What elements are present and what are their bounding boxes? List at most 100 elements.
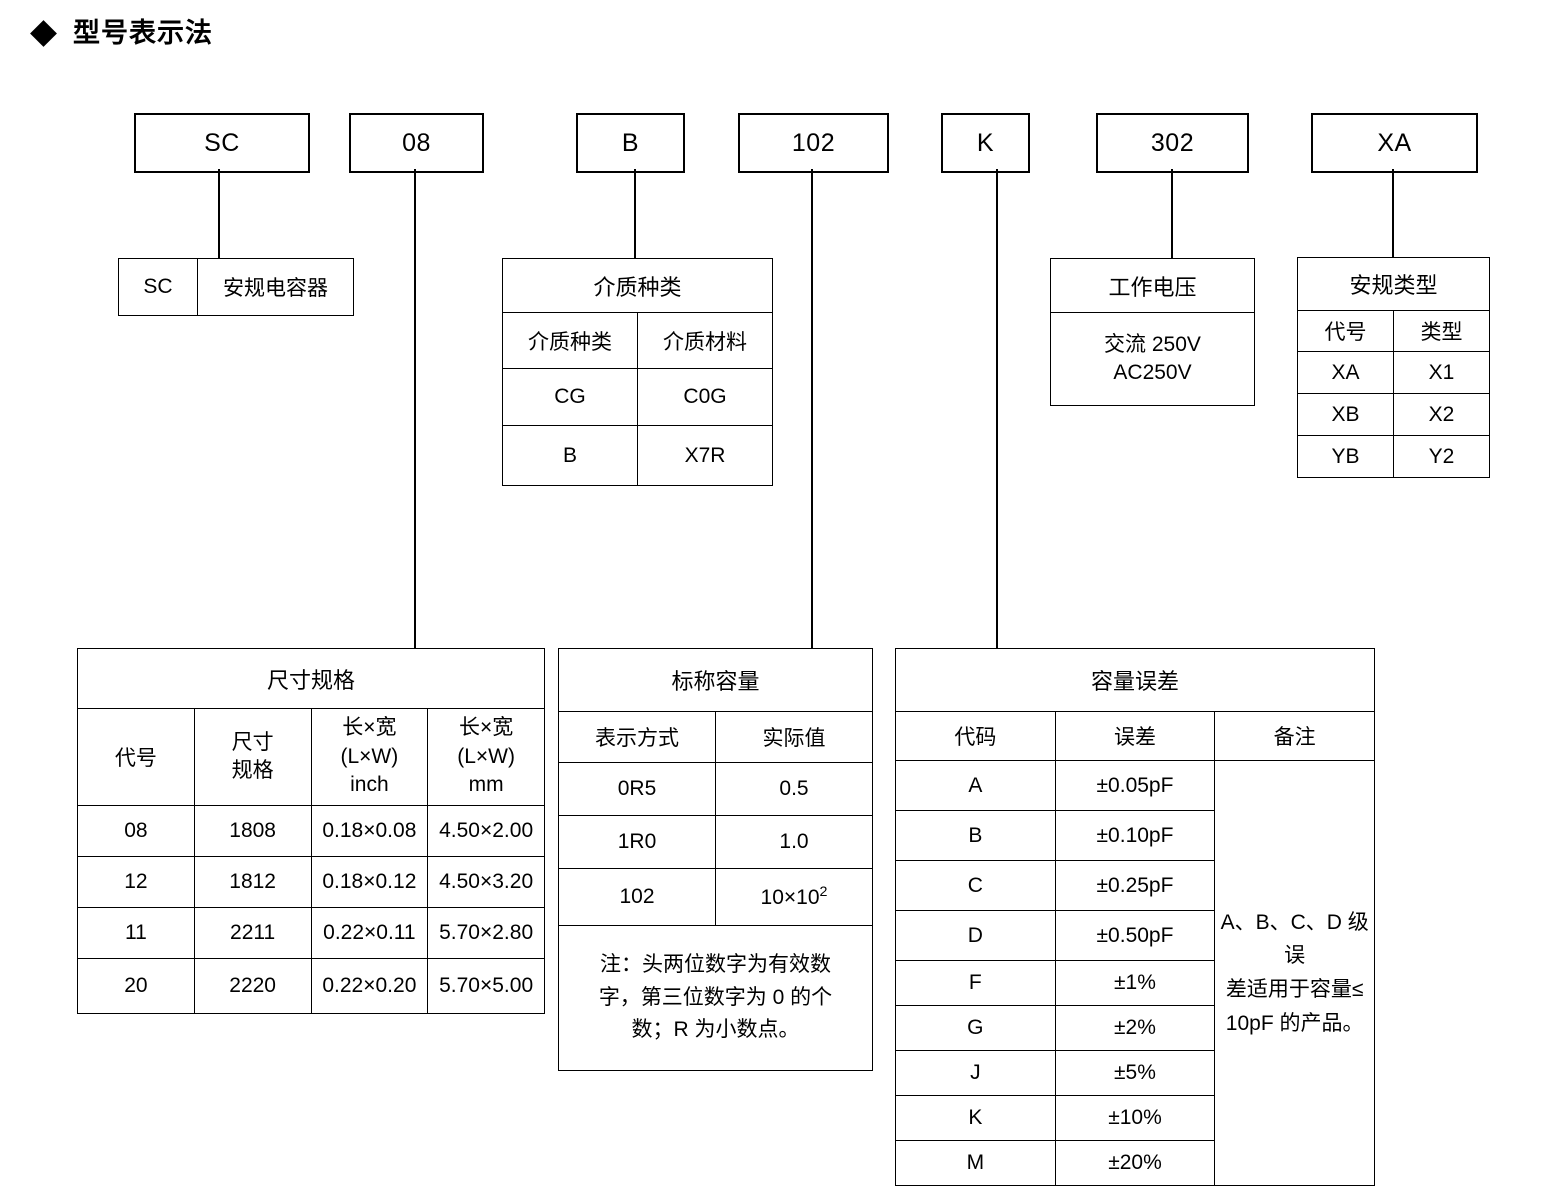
table-row: CG C0G [502,368,773,426]
safety-cell-type: X1 [1393,351,1490,394]
tolerance-cell-value: ±1% [1054,960,1216,1006]
code-box-safety[interactable]: XA [1311,113,1478,173]
safety-table-title: 安规类型 [1297,257,1490,311]
table-row: 代码 误差 备注 [895,711,1375,761]
tolerance-remark-line1: A、B、C、D 级误 [1220,910,1369,968]
tolerance-cell-code: B [895,810,1056,861]
table-row: 102 10×102 [558,868,873,926]
connector-series [218,169,220,259]
connector-capacitance [811,169,813,649]
safety-header-type: 类型 [1393,310,1490,352]
series-table: SC 安规电容器 [118,258,354,316]
size-header-mm: 长×宽 (L×W) mm [427,708,545,806]
tolerance-cell-value: ±20% [1054,1140,1216,1186]
size-table-title: 尺寸规格 [77,648,545,709]
tolerance-cell-code: K [895,1095,1056,1141]
size-cell-code: 08 [77,805,195,857]
voltage-value-cell: 交流 250V AC250V [1050,312,1255,406]
connector-safety [1392,169,1394,257]
table-row: 工作电压 [1050,258,1255,313]
size-cell-code: 12 [77,856,195,908]
code-box-capacitance[interactable]: 102 [738,113,889,173]
size-cell-code: 20 [77,958,195,1014]
connector-voltage [1171,169,1173,259]
size-header-spec-line1: 尺寸 [231,730,274,754]
tolerance-cell-code: G [895,1005,1056,1051]
table-row: 尺寸规格 [77,648,545,709]
capacitance-value-base: 10×10 [760,886,820,909]
table-row: 注：头两位数字为有效数 字，第三位数字为 0 的个 数；R 为小数点。 [558,925,873,1071]
table-row: A ±0.05pF A、B、C、D 级误 差适用于容量≤ 10pF 的产品。 [895,760,1375,1186]
table-row: C ±0.25pF [895,860,1375,911]
table-row: B ±0.10pF [895,810,1375,861]
table-row: 容量误差 [895,648,1375,712]
size-header-inch-line2: (L×W) [340,744,399,768]
tolerance-cell-value: ±0.25pF [1054,860,1216,911]
tolerance-cell-value: ±5% [1054,1050,1216,1096]
tolerance-cell-value: ±0.50pF [1054,910,1216,961]
series-code-cell: SC [118,258,198,316]
size-header-inch: 长×宽 (L×W) inch [310,708,429,806]
capacitance-value-exponent: 2 [819,884,828,900]
capacitance-cell-notation: 0R5 [558,762,716,816]
tolerance-header-remark: 备注 [1214,711,1375,761]
voltage-table: 工作电压 交流 250V AC250V [1050,258,1255,406]
code-box-size-label: 08 [402,128,431,157]
table-row: 介质种类 [502,258,773,313]
size-header-inch-line1: 长×宽 [342,716,397,740]
table-row: G ±2% [895,1005,1375,1051]
safety-cell-code: XB [1297,393,1394,436]
safety-table: 安规类型 代号 类型 XA X1 XB X2 YB Y2 [1297,257,1490,478]
size-cell-spec: 1808 [193,805,312,857]
code-box-tolerance-label: K [976,128,995,157]
size-cell-mm: 5.70×5.00 [427,958,545,1014]
size-header-spec: 尺寸 规格 [193,708,312,806]
capacitance-cell-value: 1.0 [715,815,873,869]
code-box-series-label: SC [204,128,240,157]
tolerance-header-code: 代码 [895,711,1056,761]
table-row: 1R0 1.0 [558,815,873,869]
size-cell-mm: 4.50×3.20 [427,856,545,908]
dielectric-cell-material: X7R [637,425,773,486]
capacitance-cell-value: 0.5 [715,762,873,816]
capacitance-header-notation: 表示方式 [558,711,716,763]
code-box-voltage[interactable]: 302 [1096,113,1249,173]
table-row: XA X1 [1297,351,1490,394]
tolerance-remark-line2: 差适用于容量≤ [1225,978,1364,1001]
table-row: K ±10% [895,1095,1375,1141]
voltage-table-title: 工作电压 [1050,258,1255,313]
dielectric-table: 介质种类 介质种类 介质材料 CG C0G B X7R [502,258,773,486]
code-box-capacitance-label: 102 [791,128,836,157]
code-box-dielectric[interactable]: B [576,113,685,173]
tolerance-cell-code: J [895,1050,1056,1096]
code-box-series[interactable]: SC [134,113,310,173]
code-box-safety-label: XA [1377,128,1412,157]
page-title: 型号表示法 [30,18,213,48]
voltage-value-line1: 交流 250V [1104,332,1201,356]
capacitance-note-line3: 数；R 为小数点。 [631,1018,800,1042]
size-cell-inch: 0.22×0.20 [310,958,429,1014]
size-cell-spec: 2211 [193,907,312,959]
size-header-spec-line2: 规格 [231,759,274,782]
capacitance-header-value: 实际值 [715,711,873,763]
tolerance-remark-line3: 10pF 的产品。 [1225,1011,1364,1035]
code-box-size[interactable]: 08 [349,113,484,173]
capacitance-table: 标称容量 表示方式 实际值 0R5 0.5 1R0 1.0 102 10×102… [558,648,873,1071]
size-cell-code: 11 [77,907,195,959]
connector-tolerance [996,169,998,649]
table-row: 交流 250V AC250V [1050,312,1255,406]
table-row: 介质种类 介质材料 [502,312,773,369]
voltage-value-line2: AC250V [1113,361,1192,384]
dielectric-cell-material: C0G [637,368,773,426]
size-cell-inch: 0.18×0.08 [310,805,429,857]
table-row: 11 2211 0.22×0.11 5.70×2.80 [77,907,545,959]
tolerance-header-tolerance: 误差 [1054,711,1216,761]
tolerance-cell-code: M [895,1140,1056,1186]
page-title-text: 型号表示法 [73,18,213,48]
table-row: B X7R [502,425,773,486]
code-box-tolerance[interactable]: K [941,113,1030,173]
size-header-mm-line3: mm [468,773,504,797]
table-row: 12 1812 0.18×0.12 4.50×3.20 [77,856,545,908]
tolerance-cell-value: ±0.10pF [1054,810,1216,861]
capacitance-table-title: 标称容量 [558,648,873,712]
